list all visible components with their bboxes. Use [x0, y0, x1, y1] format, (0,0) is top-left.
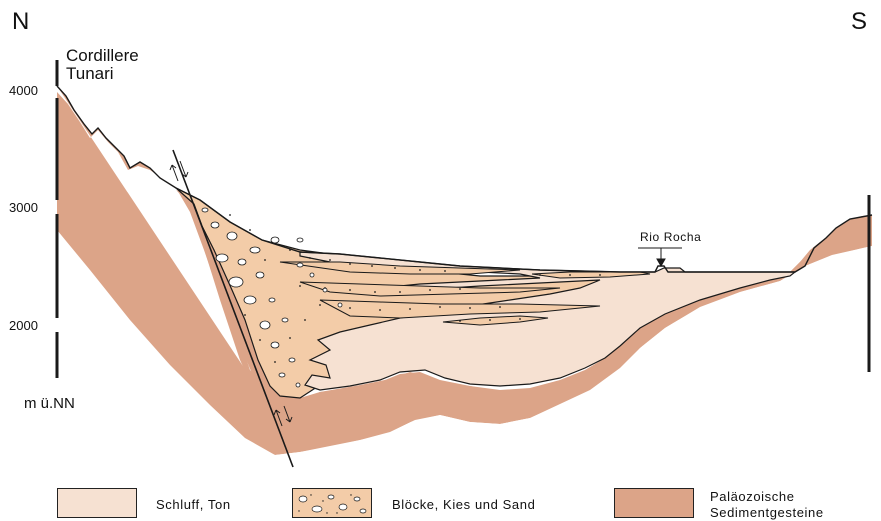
river-marker [638, 248, 682, 266]
elevation-tick-3000: 3000 [9, 200, 38, 215]
legend-label-silt: Schluff, Ton [156, 497, 231, 512]
north-label: N [12, 8, 29, 36]
legend-gravel-pattern [293, 489, 373, 519]
south-label: S [851, 8, 867, 36]
legend-label-bedrock-line2: Sedimentgesteine [710, 505, 824, 520]
legend-swatch-bedrock [614, 488, 694, 518]
elevation-unit-label: m ü.NN [24, 395, 75, 412]
elevation-tick-2000: 2000 [9, 318, 38, 333]
place-label-line1: Cordillere [66, 46, 139, 65]
legend-label-bedrock-line1: Paläozoische [710, 489, 795, 504]
elevation-tick-4000: 4000 [9, 83, 38, 98]
legend-label-gravel: Blöcke, Kies und Sand [392, 497, 535, 512]
river-label: Rio Rocha [640, 230, 701, 244]
place-label-line2: Tunari [66, 64, 114, 83]
surface-line [57, 86, 872, 272]
legend-swatch-silt [57, 488, 137, 518]
legend-swatch-gravel [292, 488, 372, 518]
